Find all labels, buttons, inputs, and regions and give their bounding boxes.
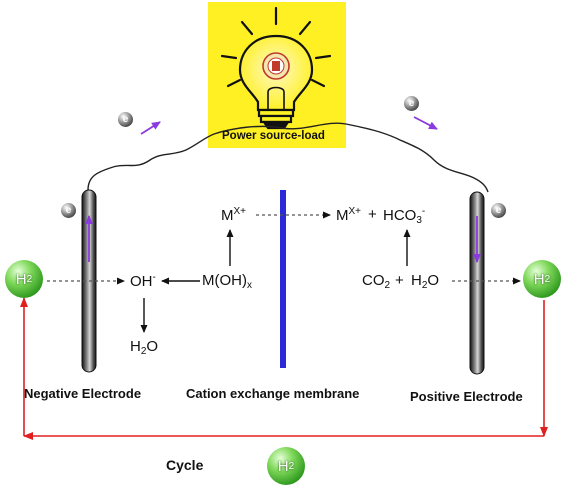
electron-flow-arrow-right bbox=[413, 116, 438, 130]
electron-ball-negative: e bbox=[61, 203, 76, 218]
species-hco3: HCO3- bbox=[383, 206, 426, 226]
species-mx-plus-right: MX+ bbox=[336, 206, 362, 224]
plus-sign-1: + bbox=[368, 206, 377, 223]
species-mx-plus: MX+ bbox=[221, 206, 247, 224]
species-water: H2O bbox=[130, 338, 159, 357]
external-wire bbox=[87, 122, 489, 193]
emblem-icon bbox=[262, 52, 290, 80]
species-water-right: H2O bbox=[411, 272, 440, 291]
cation-exchange-membrane-bar bbox=[280, 190, 286, 368]
species-oh-minus: OH- bbox=[130, 272, 156, 290]
species-m-oh-x: M(OH)x bbox=[202, 272, 252, 291]
cycle-label: Cycle bbox=[166, 457, 204, 473]
species-co2: CO2 bbox=[362, 272, 391, 291]
positive-electrode-label: Positive Electrode bbox=[410, 389, 523, 404]
electron-ball-top-left: e bbox=[118, 112, 133, 127]
electron-ball-positive: e bbox=[491, 203, 506, 218]
negative-electrode-label: Negative Electrode bbox=[24, 386, 142, 401]
power-source-load-label: Power source-load bbox=[222, 130, 325, 142]
electron-flow-arrow-left bbox=[140, 121, 161, 135]
plus-sign-2: + bbox=[395, 272, 404, 289]
positive-electrode-rod bbox=[469, 191, 485, 375]
electron-ball-top-right: e bbox=[404, 96, 419, 111]
membrane-label: Cation exchange membrane bbox=[186, 386, 360, 401]
